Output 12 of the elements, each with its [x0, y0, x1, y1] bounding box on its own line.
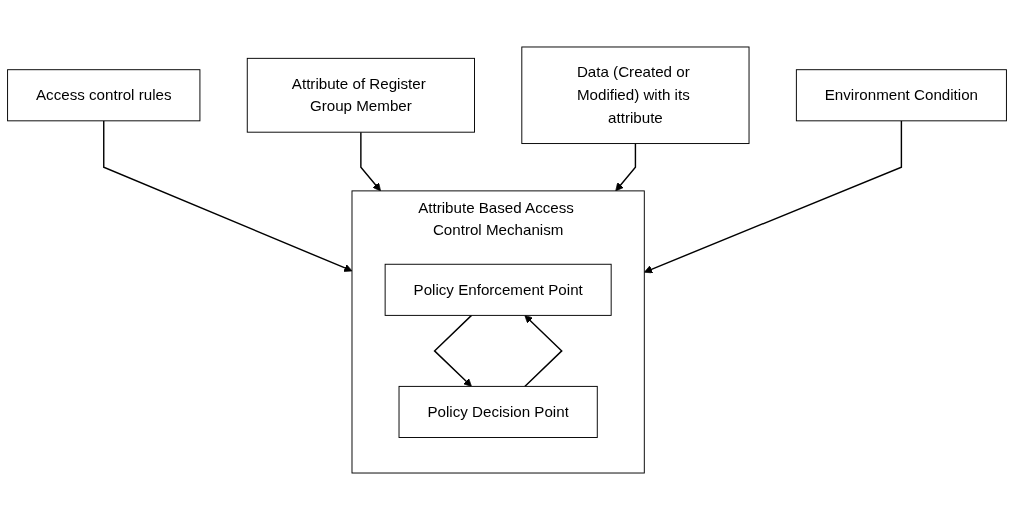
arrow [615, 142, 637, 192]
node-box: Access control rules [7, 69, 201, 122]
node-box: Data (Created or Modified) with its attribute [521, 46, 750, 145]
arrow [643, 120, 903, 274]
node-box: Policy Decision Point [398, 385, 598, 438]
node-box: Policy Enforcement Point [384, 263, 612, 316]
node-box: Attribute of Register Group Member [246, 57, 475, 133]
arrow [433, 314, 473, 387]
arrow [524, 315, 563, 388]
arrow [103, 120, 353, 272]
node-box: Environment Condition [795, 69, 1007, 122]
arrow [360, 131, 381, 192]
